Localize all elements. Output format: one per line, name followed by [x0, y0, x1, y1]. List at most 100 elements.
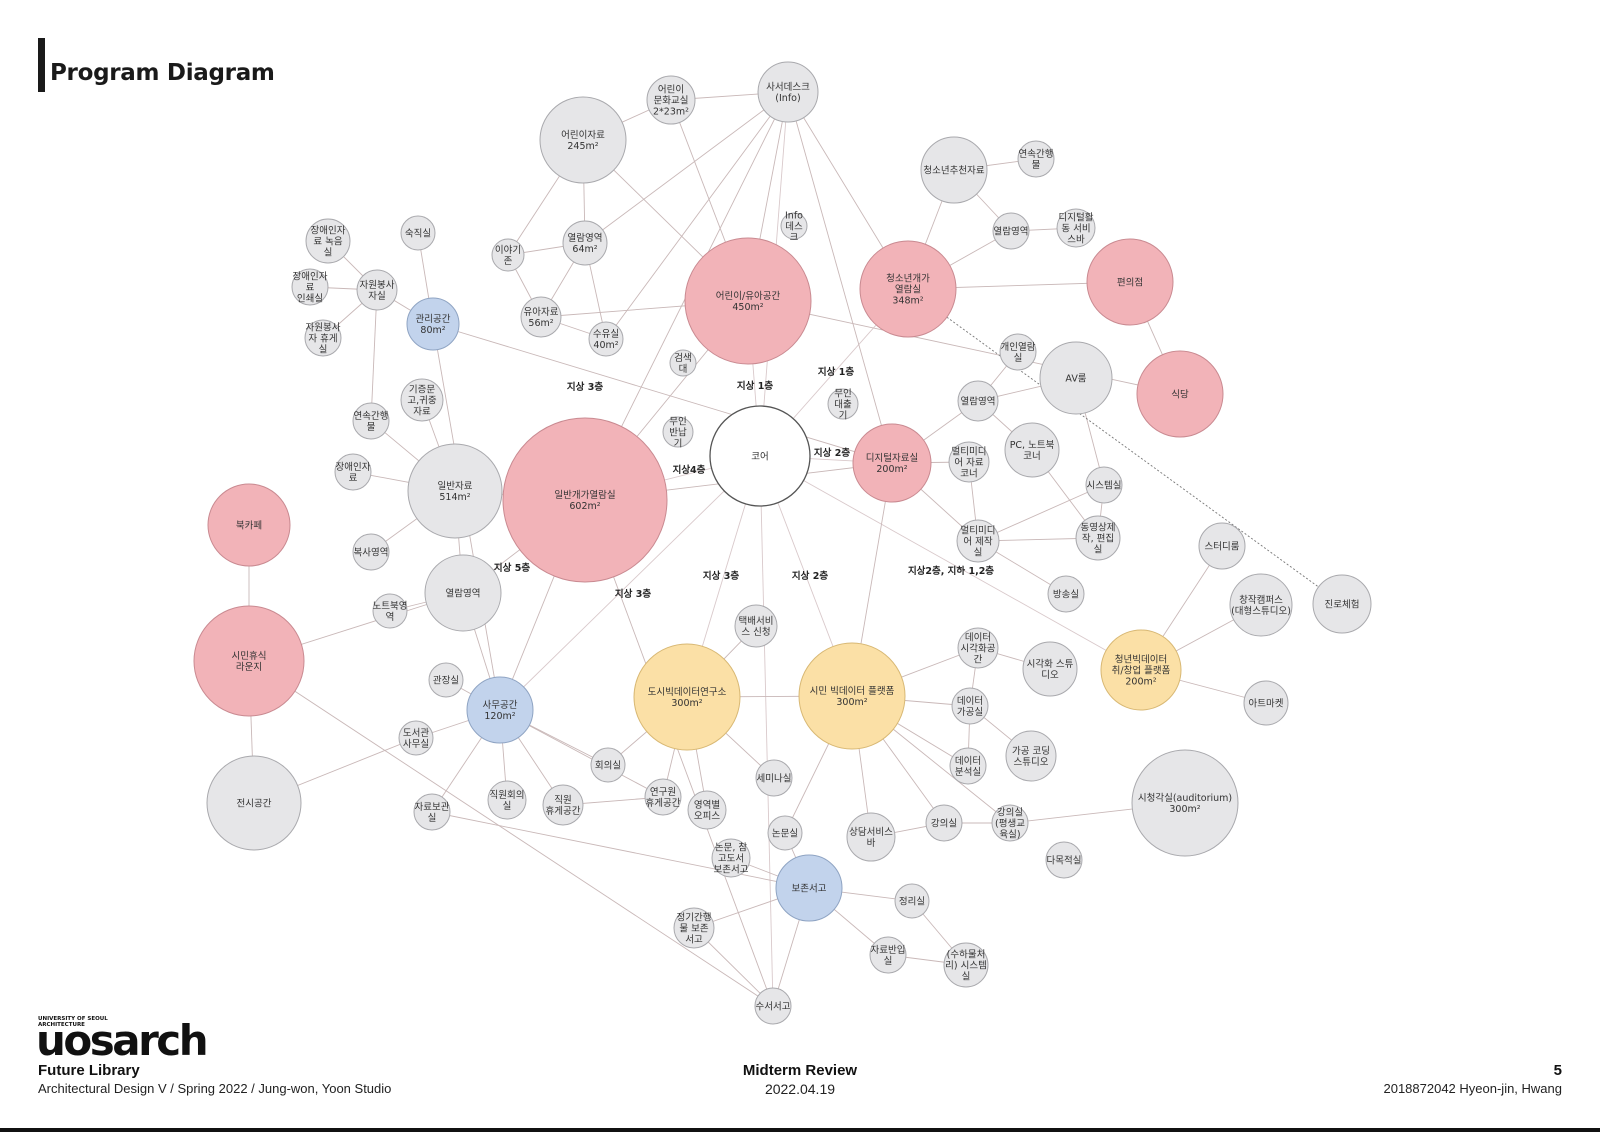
node-label: 료 — [349, 473, 358, 484]
node-label: 어린이자료 — [561, 130, 605, 141]
node-label: 도시빅데이터연구소 — [648, 687, 727, 698]
node-label: 실 — [428, 813, 437, 824]
node-reading-general: 열람영역 — [424, 554, 502, 632]
node-label: 멀티미디 — [961, 525, 996, 537]
node-circle — [1136, 350, 1224, 438]
edge-mgmt-digital — [432, 323, 893, 464]
node-circle — [633, 643, 741, 751]
node-circle — [1100, 629, 1182, 711]
node-circle — [798, 642, 906, 750]
node-label: 장애인자 — [336, 462, 371, 473]
node-label: 다목적실 — [1047, 855, 1082, 867]
node-label: 시각화 스튜 — [1027, 658, 1074, 670]
node-label: 물 보존 — [679, 924, 708, 935]
node-label: 실 — [319, 345, 328, 356]
node-label: AV룸 — [1065, 374, 1086, 385]
node-label: 수유실 — [593, 329, 619, 340]
node-circle — [398, 720, 434, 756]
node-label: 245m² — [567, 141, 598, 152]
node-label: 열람영역 — [446, 588, 481, 600]
node-label: 기 — [839, 411, 848, 422]
floor-label: 지상4층 — [673, 464, 706, 476]
node-reading-youth: 열람영역 — [992, 212, 1030, 250]
edge-core-office — [499, 455, 761, 711]
node-label: 데이터 — [965, 633, 991, 644]
node-circle — [992, 212, 1030, 250]
edge-storage-material_room — [431, 811, 810, 889]
edge-info_desk-nursing — [605, 91, 789, 340]
node-label: 무인 — [834, 389, 851, 400]
node-circle — [754, 987, 792, 1025]
title-accent-bar — [38, 38, 45, 92]
node-label: 라운지 — [236, 662, 262, 673]
node-circle — [502, 417, 668, 583]
node-circle — [669, 349, 697, 377]
node-circle — [869, 936, 907, 974]
node-label: 실 — [962, 972, 971, 983]
node-label: 문화교실 — [654, 96, 689, 107]
node-auditorium: 시청각실(auditorium)300m² — [1131, 749, 1239, 857]
node-label: 스 신청 — [741, 627, 770, 638]
node-label: 간 — [974, 655, 983, 666]
node-label: 코어 — [751, 452, 768, 463]
node-label: 식당 — [1171, 390, 1189, 401]
floor-label: 지상 3층 — [703, 570, 739, 582]
node-label: 노트북영 — [373, 601, 408, 612]
node-label: 56m² — [528, 318, 553, 329]
node-circle — [846, 812, 896, 862]
node-circle — [466, 676, 534, 744]
node-circle — [1085, 466, 1123, 504]
node-label: 시각화공 — [961, 643, 996, 655]
node-circle — [520, 296, 562, 338]
node-reading-digital: 열람영역 — [957, 380, 999, 422]
node-label: 코너 — [960, 469, 977, 480]
node-circle — [711, 838, 751, 878]
node-circle — [1243, 680, 1289, 726]
node-circle — [956, 519, 1000, 563]
node-circle — [767, 815, 803, 851]
node-label: 기 — [674, 439, 683, 450]
node-circle — [920, 136, 988, 204]
node-startup-campus: 창작캠퍼스(대형스튜디오) — [1229, 573, 1293, 637]
node-label: 실 — [503, 801, 512, 812]
node-multipurpose: 다목적실 — [1045, 841, 1083, 879]
node-circle — [852, 423, 932, 503]
node-label: 유아자료 — [524, 307, 559, 318]
uosarch-logo: uosarch — [36, 1016, 209, 1065]
node-label: 200m² — [876, 464, 907, 475]
node-circle — [673, 907, 715, 949]
node-label: 편의점 — [1117, 277, 1143, 289]
node-label: 고,귀중 — [407, 396, 436, 407]
node-circle — [991, 804, 1029, 842]
node-label: 디오 — [1041, 670, 1059, 681]
edge-lounge-manual_stack — [248, 660, 774, 1007]
edge-info_desk-reading_64 — [584, 91, 789, 244]
node-label: 사무공간 — [483, 700, 518, 711]
node-circle — [1022, 641, 1078, 697]
node-circle — [542, 784, 584, 826]
node-manual-stack: 수서서고 — [754, 987, 792, 1025]
node-circle — [948, 441, 990, 483]
node-label: 고도서 — [718, 854, 744, 865]
